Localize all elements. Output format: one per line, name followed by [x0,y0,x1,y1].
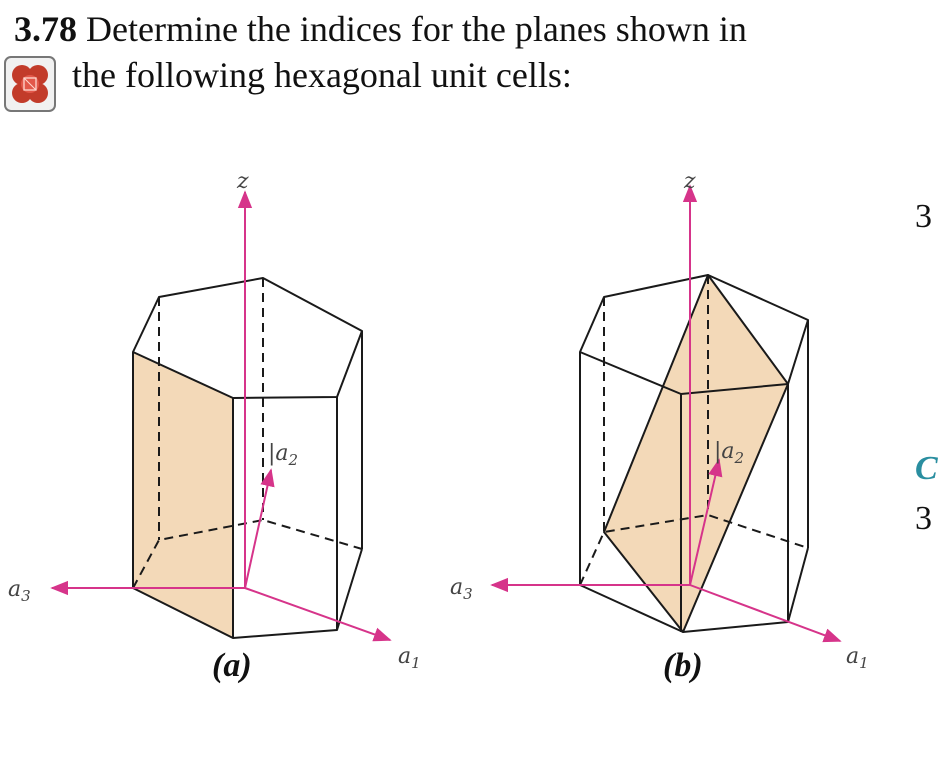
margin-glyph-middle: C [915,450,938,487]
problem-text-1: Determine the indices for the planes sho… [86,9,747,49]
axes-b [490,184,842,643]
plane-b-shaded [604,275,788,632]
visible-edges-a [132,277,363,639]
figure-b: z a3 a1 |a2 (b) [450,169,869,684]
margin-glyph-top: 3 [915,198,932,235]
z-axis-label-b: z [683,169,696,194]
cube-tutorial-icon-graphic [12,65,48,103]
figure-a: z a3 a1 |a2 (a) [8,169,421,684]
a1-axis-label-b: a1 [846,644,869,672]
z-axis-label-a: z [236,169,249,194]
a3-axis-label-b: a3 [450,575,473,603]
hidden-edges-b [579,275,809,586]
a1-axis-label-a: a1 [398,644,421,672]
problem-line-1: 3.78 Determine the indices for the plane… [14,6,747,52]
margin-glyph-bottom: 3 [915,500,932,537]
caption-a: (a) [212,647,252,684]
cube-tutorial-icon[interactable] [4,56,56,112]
problem-text-2: the following hexagonal unit cells: [72,55,572,95]
axes-a [50,190,392,642]
caption-b: (b) [663,647,703,684]
visible-edges-b [579,274,809,633]
problem-number: 3.78 [14,9,77,49]
a2-axis-label-a: |a2 [268,441,298,469]
a3-axis-label-a: a3 [8,577,31,605]
a2-axis-label-b: |a2 [714,439,744,467]
